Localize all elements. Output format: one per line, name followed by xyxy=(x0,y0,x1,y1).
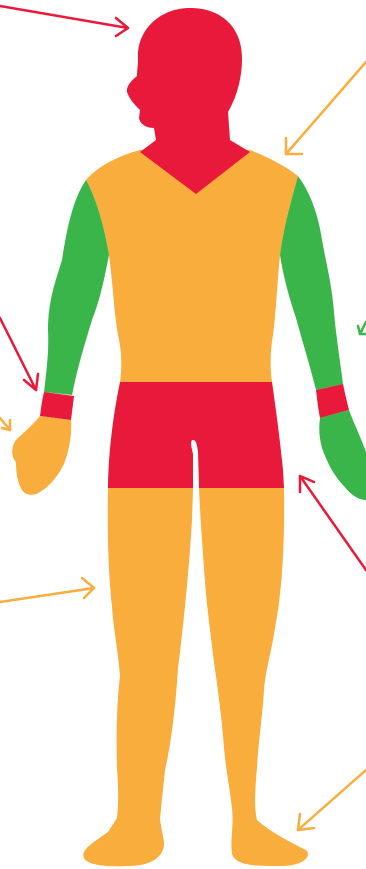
arrow-to-right-arm xyxy=(358,322,366,334)
right-hand xyxy=(319,410,366,500)
arrow-to-left-hand xyxy=(0,418,10,430)
left-wrist-band xyxy=(40,392,74,420)
arrow-to-right-foot xyxy=(298,770,366,830)
arrow-to-shoulder xyxy=(286,62,366,154)
left-hand xyxy=(12,416,71,495)
left-leg xyxy=(83,488,193,866)
arrow-to-head xyxy=(0,6,128,36)
right-upper-limb xyxy=(280,176,343,390)
arrow-to-left-wrist xyxy=(0,318,38,390)
arrow-to-left-thigh xyxy=(0,578,94,602)
pelvis-region xyxy=(108,382,284,488)
right-leg xyxy=(199,488,308,866)
